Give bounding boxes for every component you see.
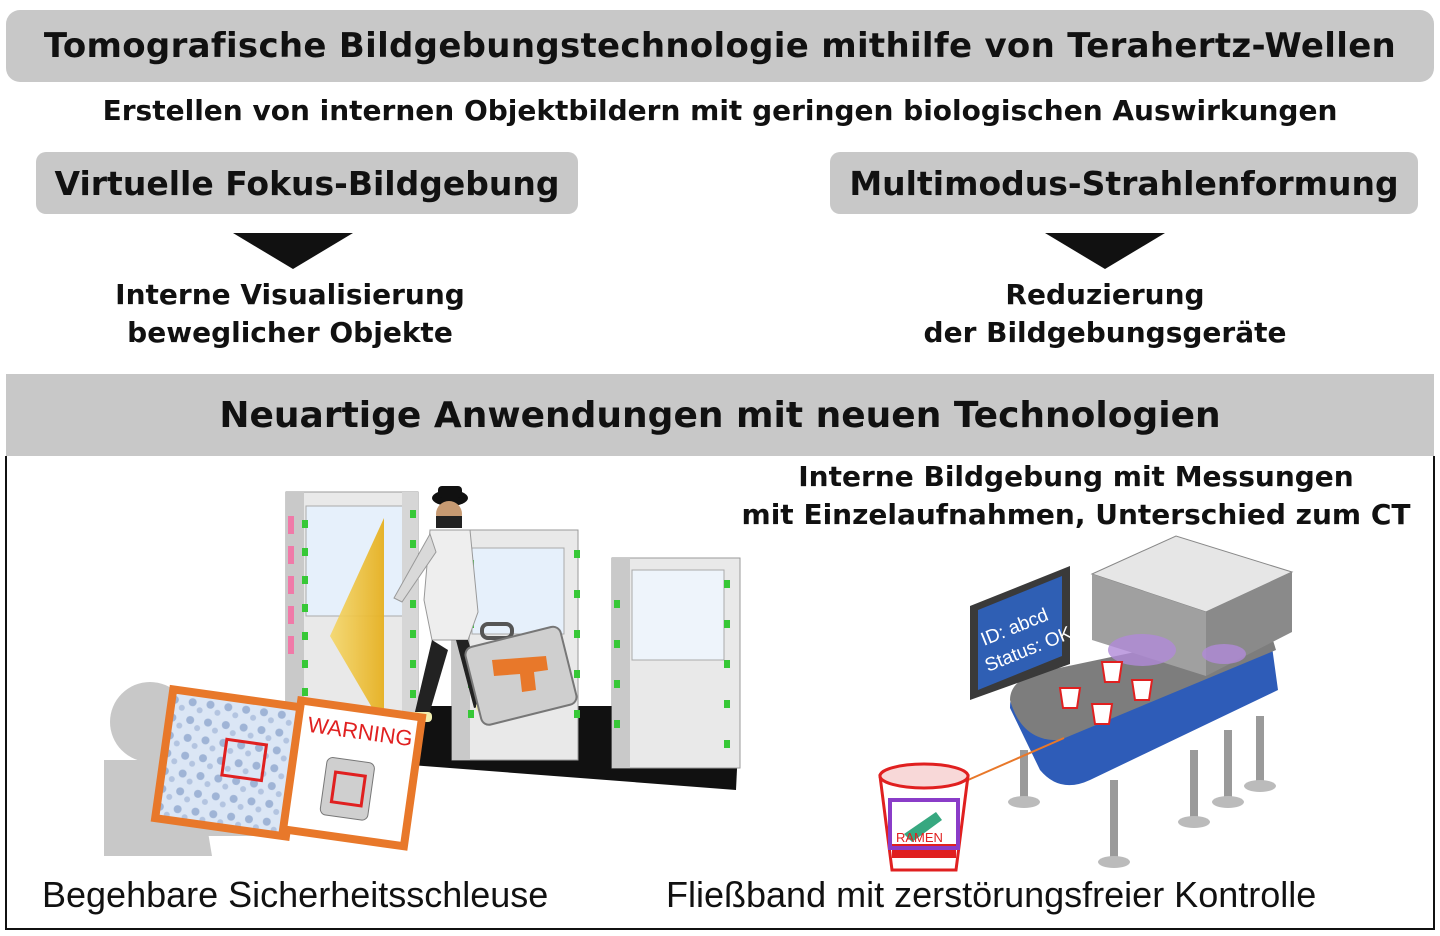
left-result-line2: beweglicher Objekte xyxy=(127,316,453,349)
right-result-line1: Reduzierung xyxy=(1005,278,1205,311)
warning-screen: WARNING xyxy=(278,696,427,851)
right-result-line2: der Bildgebungsgeräte xyxy=(923,316,1287,349)
ct-note: Interne Bildgebung mit Messungen mit Ein… xyxy=(700,458,1440,534)
title-banner: Tomografische Bildgebungstechnologie mit… xyxy=(6,10,1434,82)
technique-virtual-focus: Virtuelle Fokus-Bildgebung xyxy=(36,152,578,214)
technique-multimode-beam: Multimodus-Strahlenformung xyxy=(830,152,1418,214)
cup-label: RAMEN xyxy=(896,830,943,845)
conveyor-belt-icon xyxy=(1008,535,1294,868)
applications-box xyxy=(5,456,1435,930)
right-result: Reduzierung der Bildgebungsgeräte xyxy=(860,276,1350,352)
ct-note-line1: Interne Bildgebung mit Messungen xyxy=(798,460,1354,493)
down-arrow-left-icon xyxy=(233,233,353,269)
subtitle: Erstellen von internen Objektbildern mit… xyxy=(102,94,1338,127)
monitor-icon: ID: abcd Status: OK xyxy=(970,566,1075,700)
left-caption: Begehbare Sicherheitsschleuse xyxy=(42,874,549,915)
xray-screen xyxy=(150,684,309,842)
right-caption: Fließband mit zerstörungsfreier Kontroll… xyxy=(666,874,1317,915)
ramen-cup-icon: RAMEN xyxy=(878,762,970,872)
security-gate-icon xyxy=(285,491,741,790)
down-arrow-right-icon xyxy=(1045,233,1165,269)
gun-icon xyxy=(492,656,548,692)
left-result-line1: Interne Visualisierung xyxy=(115,278,465,311)
applications-heading: Neuartige Anwendungen mit neuen Technolo… xyxy=(6,374,1434,456)
ramen-cups-on-belt xyxy=(1058,661,1154,725)
inspection-line xyxy=(967,737,1065,781)
suitcase-icon xyxy=(464,622,578,726)
left-result: Interne Visualisierung beweglicher Objek… xyxy=(60,276,520,352)
ct-note-line2: mit Einzelaufnahmen, Unterschied zum CT xyxy=(741,498,1411,531)
